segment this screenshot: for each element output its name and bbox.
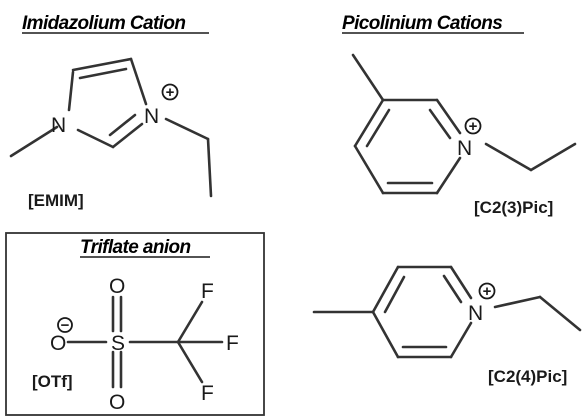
c24pic-n-atom: N [468, 302, 483, 325]
emim-bond-c2-n1 [76, 128, 115, 149]
c23pic-ethyl-bond-1 [484, 142, 533, 172]
c24pic-ethyl-bond-2 [538, 295, 582, 332]
c24pic-structure: N + [312, 265, 582, 359]
svg-text:+: + [166, 84, 175, 101]
c23pic-methyl-bond [351, 53, 385, 102]
c24pic-ring-bond-6 [371, 265, 400, 314]
otf-c-f-bottom-bond [176, 340, 204, 384]
otf-o-minus-atom: O [50, 332, 66, 355]
svg-text:+: + [483, 283, 492, 300]
imidazolium-heading: Imidazolium Cation [22, 13, 185, 34]
c23pic-label: [C2(3)Pic] [474, 198, 553, 217]
c23pic-ring-bond-6 [353, 98, 385, 148]
imidazolium-panel: Imidazolium Cation N N + [EMIM] [9, 13, 213, 210]
c23pic-ethyl-bond-2 [529, 142, 577, 172]
c23pic-ring-bond-6-double [365, 108, 391, 148]
otf-negative-charge: − [57, 317, 73, 334]
otf-f-bottom-atom: F [201, 382, 214, 405]
emim-n3-atom: N [144, 105, 159, 128]
svg-text:−: − [61, 317, 70, 334]
c24pic-ring-bond-2 [449, 265, 473, 300]
triflate-heading: Triflate anion [80, 237, 191, 258]
emim-bond-n1-c5 [67, 70, 75, 112]
otf-o-top-atom: O [109, 275, 125, 298]
emim-bond-c5-c4 [71, 57, 133, 72]
triflate-box [5, 232, 265, 416]
c24pic-ethyl-bond-1 [493, 295, 542, 309]
emim-positive-charge: + [161, 83, 179, 101]
otf-f-top-atom: F [201, 280, 214, 303]
c23pic-positive-charge: + [464, 117, 482, 135]
otf-s-atom: S [111, 332, 125, 355]
emim-n1-atom: N [51, 114, 66, 137]
emim-structure: N N + [9, 57, 213, 198]
c24pic-positive-charge: + [478, 282, 496, 300]
emim-ethyl-bond-2 [206, 137, 213, 198]
c23pic-structure: N + [351, 53, 577, 195]
emim-label: [EMIM] [28, 191, 84, 210]
emim-bond-c5-c4-double [78, 67, 128, 80]
otf-label: [OTf] [32, 372, 73, 391]
c24pic-ring-bond-5 [371, 310, 400, 359]
c23pic-ring-bond-3 [435, 156, 462, 195]
otf-c-f-top-bond [176, 300, 204, 344]
emim-ethyl-bond-1 [164, 117, 210, 141]
emim-bond-n3-c2 [111, 122, 144, 149]
triflate-panel: Triflate anion O S O O − F [5, 232, 265, 416]
c23pic-ring-bond-2 [435, 98, 462, 135]
c24pic-ring-bond-3 [449, 321, 473, 359]
c23pic-ring-bond-5 [353, 144, 385, 195]
otf-structure: O S O O − F F F [50, 275, 239, 414]
c24pic-ring-bond-6-double [383, 275, 406, 314]
emim-methyl-bond [9, 125, 59, 158]
c24pic-label: [C2(4)Pic] [488, 367, 567, 386]
picolinium-panel: Picolinium Cations N + [C2(3)Pic] [312, 13, 582, 386]
emim-bond-n3-c2-double [108, 113, 137, 137]
c23pic-n-atom: N [457, 137, 472, 160]
svg-text:+: + [469, 118, 478, 135]
c23pic-ring-bond-2-double [428, 108, 452, 140]
otf-o-bottom-atom: O [109, 391, 125, 414]
picolinium-heading: Picolinium Cations [342, 13, 502, 34]
otf-f-right-atom: F [226, 332, 239, 355]
emim-bond-c4-n3 [129, 57, 148, 106]
c24pic-ring-bond-2-double [442, 274, 463, 304]
